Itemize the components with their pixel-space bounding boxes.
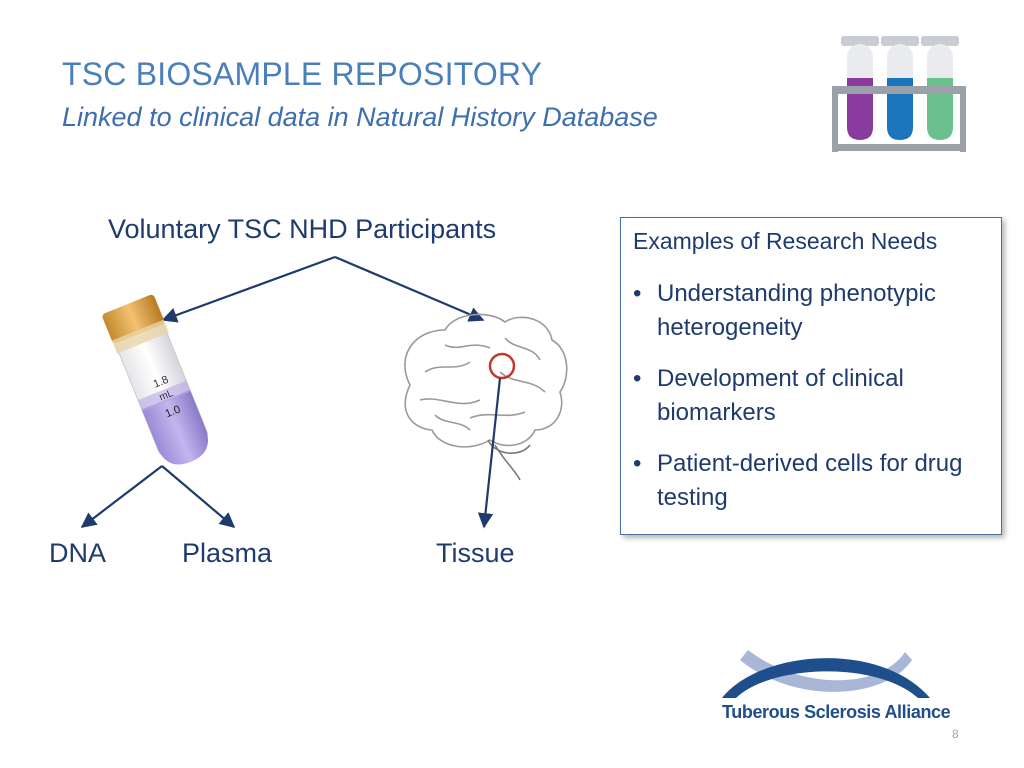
bullet-icon: • [633,365,642,392]
page-subtitle: Linked to clinical data in Natural Histo… [62,102,658,132]
page-title: TSC BIOSAMPLE REPOSITORY [62,56,543,92]
research-needs-box: Examples of Research Needs • Understandi… [620,217,1002,535]
ts-alliance-logo-text: Tuberous Sclerosis Alliance [722,702,951,722]
dna-label: DNA [49,538,107,568]
research-need-item: • Patient-derived cells for drug testing [633,447,989,515]
arrow-to-tube [161,255,336,323]
research-need-item: • Development of clinical biomarkers [633,362,989,430]
bullet-icon: • [633,450,642,477]
research-need-text: Patient-derived cells for drug testing [657,450,963,511]
tissue-label: Tissue [436,538,515,568]
tube-arrows [80,465,236,528]
bullet-icon: • [633,280,642,307]
research-need-item: • Understanding phenotypic heterogeneity [633,277,989,345]
tube-label-bottom: 1.0 [164,403,183,420]
research-need-text: Development of clinical biomarkers [657,365,904,426]
arrow-to-dna [80,465,163,528]
tissue-highlight-circle [488,352,516,380]
research-need-text: Understanding phenotypic heterogeneity [657,280,936,341]
test-tubes-rack-icon [832,36,966,152]
page-number: 8 [952,727,959,741]
root-arrows [161,255,485,323]
tube-label-top: 1.8 [152,374,171,391]
ts-alliance-logo-mark [722,650,930,698]
arrow-to-tissue [477,377,502,529]
arrow-to-brain [334,255,485,322]
plasma-label: Plasma [182,538,273,568]
blood-tube-icon: 1.8 mL 1.0 [102,294,209,465]
participants-label: Voluntary TSC NHD Participants [108,214,497,244]
brain-icon [404,313,568,481]
research-needs-title: Examples of Research Needs [633,228,938,254]
arrow-to-plasma [161,465,236,528]
tube-label-mid: mL [158,388,175,404]
